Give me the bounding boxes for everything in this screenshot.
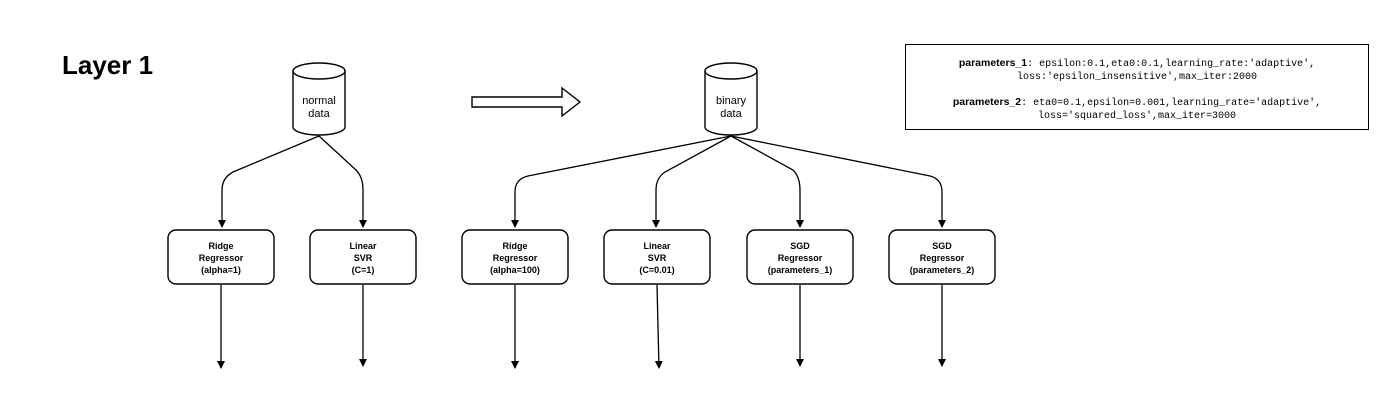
connector-arrow [218,135,320,228]
model-label-line: SVR [648,253,667,263]
model-label-line: (C=0.01) [639,265,674,275]
model-label-line: (parameters_1) [768,265,833,275]
model-label-line: Regressor [778,253,823,263]
parameters-name: parameters_1 [958,57,1028,69]
parameters-values: : eta0=0.1,epsilon=0.001,learning_rate='… [1021,98,1322,109]
model-box-sgd-parameters-1: SGD Regressor (parameters_1) [746,229,854,285]
model-label-line: SVR [354,253,373,263]
model-label-line: Ridge [502,241,527,251]
database-normal-data: normal data [292,62,346,136]
model-box-ridge-alpha-100: Ridge Regressor (alpha=100) [461,229,569,285]
model-label-line: (parameters_2) [910,265,975,275]
model-box-ridge-alpha-1: Ridge Regressor (alpha=1) [167,229,275,285]
model-label-line: Ridge [208,241,233,251]
parameters-values: loss='squared_loss',max_iter=3000 [1037,111,1237,122]
connector-arrow [511,135,732,228]
model-label-line: Regressor [493,253,538,263]
database-label-line: normal [302,95,336,107]
parameters-name: parameters_2 [952,96,1022,108]
model-label-line: SGD [790,241,810,251]
model-label-line: Regressor [920,253,965,263]
connector-arrow [318,135,367,228]
layer-title: Layer 1 [62,50,154,80]
model-label-line: (C=1) [352,265,375,275]
database-label-line: data [308,108,330,120]
parameters-line: parameters_2: eta0=0.1,epsilon=0.001,lea… [906,96,1368,110]
parameters-values: loss:'epsilon_insensitive',max_iter:2000 [1016,72,1258,83]
model-label-line: Linear [643,241,671,251]
database-binary-data: binary data [704,62,758,136]
parameters-values: : epsilon:0.1,eta0:0.1,learning_rate:'ad… [1027,59,1316,70]
model-box-sgd-parameters-2: SGD Regressor (parameters_2) [888,229,996,285]
database-label-line: data [720,108,742,120]
parameters-line: parameters_1: epsilon:0.1,eta0:0.1,learn… [906,57,1368,71]
parameters-legend-box: parameters_1: epsilon:0.1,eta0:0.1,learn… [905,44,1369,130]
model-label-line: Regressor [199,253,244,263]
model-box-linear-svr-c-0-01: Linear SVR (C=0.01) [603,229,711,285]
connector-arrow [730,135,946,228]
transition-block-arrow [471,86,582,118]
parameters-entry: parameters_1: epsilon:0.1,eta0:0.1,learn… [906,57,1368,84]
parameters-entry: parameters_2: eta0=0.1,epsilon=0.001,lea… [906,96,1368,123]
connector-arrow [652,135,732,228]
model-box-linear-svr-c-1: Linear SVR (C=1) [309,229,417,285]
database-label-line: binary [716,95,746,107]
model-label-line: (alpha=1) [201,265,241,275]
output-arrow [654,284,663,369]
model-label-line: (alpha=100) [490,265,540,275]
connector-arrow [730,135,804,228]
model-label-line: Linear [349,241,377,251]
model-label-line: SGD [932,241,952,251]
